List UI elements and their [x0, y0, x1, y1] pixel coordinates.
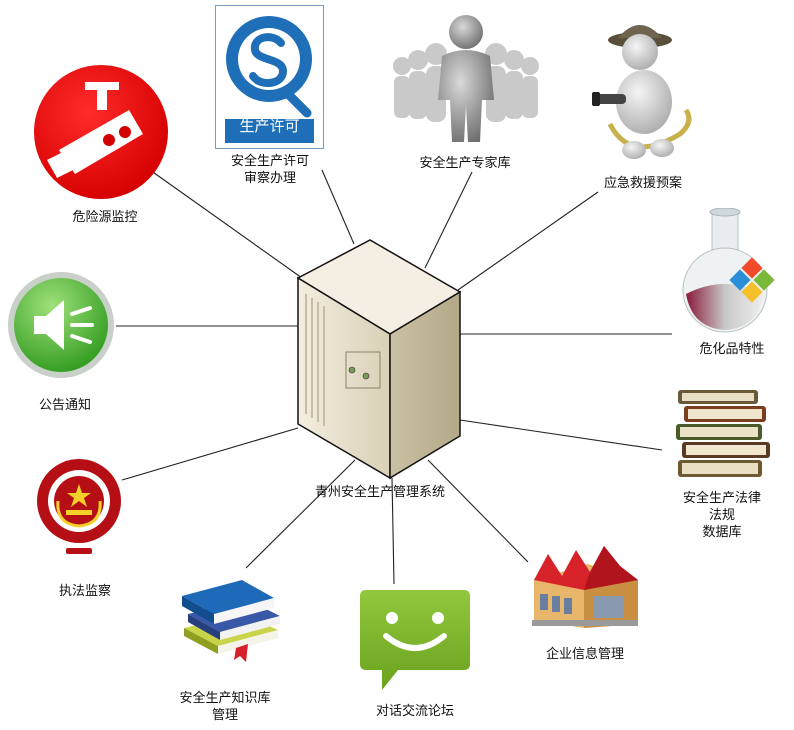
node-forum-label: 对话交流论坛 [345, 703, 485, 720]
factory-building-icon [532, 546, 638, 628]
connector-experts [424, 171, 473, 269]
node-chemicals-label: 危化品特性 [662, 341, 794, 358]
node-hazard-label: 危险源监控 [35, 209, 175, 226]
connector-license [321, 169, 355, 245]
connector-emergency [457, 191, 599, 291]
node-enterprise-label: 企业信息管理 [515, 646, 655, 663]
label-line: 审察办理 [243, 171, 296, 186]
label-line: 应急救援预案 [603, 176, 682, 191]
node-notice-label: 公告通知 [0, 397, 130, 414]
label-line: 管理 [211, 708, 238, 723]
production-license-qs-icon [215, 5, 324, 149]
label-line: 危化品特性 [699, 342, 765, 357]
chemical-flask-icon [682, 208, 775, 333]
firefighter-hose-icon [592, 25, 692, 159]
label-line: 危险源监控 [72, 210, 138, 225]
label-line: 安全生产法律 [682, 491, 761, 506]
connector-forum [391, 477, 395, 585]
label-line: 企业信息管理 [545, 647, 624, 662]
label-line: 安全生产许可 [230, 154, 309, 169]
label-line: 安全生产知识库 [179, 691, 271, 706]
speaker-icon [8, 272, 114, 378]
license-logo-text: 生产许可 [239, 117, 300, 135]
label-line: 执法监察 [58, 584, 111, 599]
connector-enforcement [121, 427, 299, 481]
expert-crowd-icon [393, 15, 539, 142]
node-experts-label: 安全生产专家库 [395, 155, 535, 172]
node-license-label: 安全生产许可 审察办理 [200, 153, 340, 187]
connector-hazard [149, 169, 303, 279]
connector-enterprise [427, 459, 529, 563]
center-label: 青州安全生产管理系统 [314, 485, 445, 500]
state-emblem-seal-icon [37, 459, 121, 554]
label-line: 法规 [708, 508, 735, 523]
knowledge-books-icon [182, 580, 280, 662]
server-icon [296, 239, 462, 480]
surveillance-camera-icon [34, 65, 168, 199]
connector-knowledge [245, 459, 356, 569]
connector-law [459, 419, 663, 451]
chat-bubble-smile-icon [360, 590, 470, 690]
label-line: 对话交流论坛 [375, 704, 454, 719]
label-line: 数据库 [702, 525, 742, 540]
label-line: 安全生产专家库 [419, 156, 511, 171]
law-books-icon [676, 390, 770, 477]
node-law-label: 安全生产法律 法规 数据库 [652, 490, 792, 541]
label-line: 公告通知 [38, 398, 91, 413]
node-emergency-label: 应急救援预案 [573, 175, 713, 192]
node-enforcement-label: 执法监察 [25, 583, 145, 600]
node-knowledge-label: 安全生产知识库 管理 [155, 690, 295, 724]
